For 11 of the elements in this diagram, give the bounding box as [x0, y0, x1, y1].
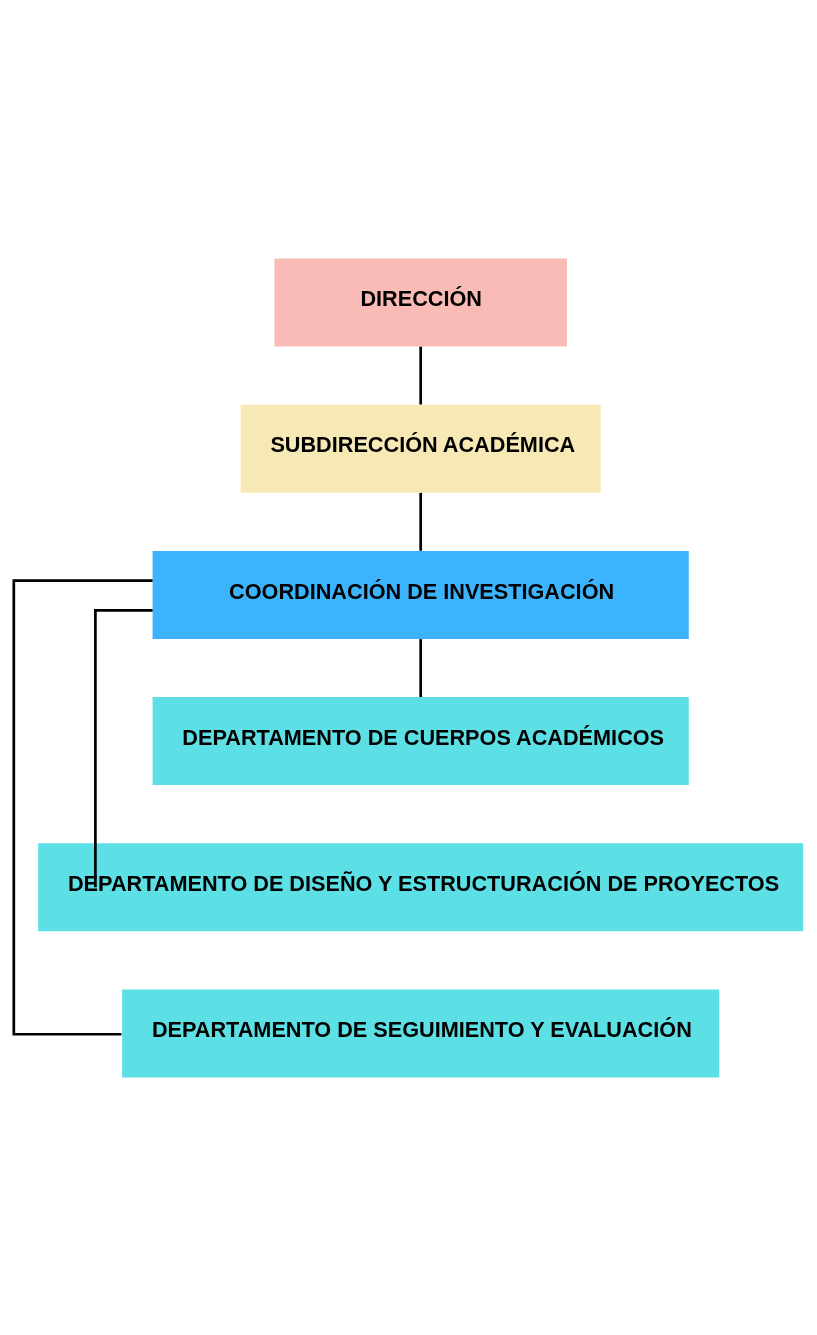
connector	[12, 578, 153, 1036]
node-box: DEPARTAMENTO DE SEGUIMIENTO Y EVALUACIÓN	[122, 989, 720, 1078]
node-box: COORDINACIÓN DE INVESTIGACIÓN	[152, 550, 689, 639]
connector	[419, 638, 423, 697]
node-box: DIRECCIÓN	[274, 257, 567, 346]
node-box: DEPARTAMENTO DE DISEÑO Y ESTRUCTURACIÓN DE PROYECTOS	[38, 842, 804, 931]
connector	[419, 346, 423, 405]
node-box: SUBDIRECCIÓN ACADÉMICA	[240, 404, 601, 493]
connector	[419, 492, 423, 551]
node-box: DEPARTAMENTO DE CUERPOS ACADÉMICOS	[152, 696, 689, 785]
connector	[94, 608, 153, 887]
